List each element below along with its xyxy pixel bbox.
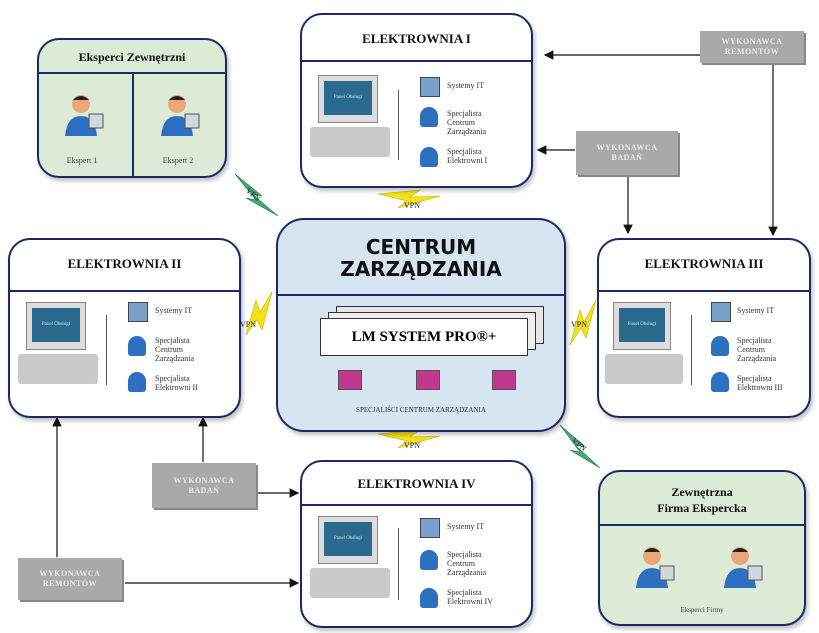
vpn-bolt-firm (559, 424, 601, 469)
center-specialists-label: SPECJALIŚCI CENTRUM ZARZĄDZANIA (356, 406, 486, 414)
power-plant-2-title: ELEKTROWNIA II (67, 256, 182, 271)
external-firm-title: Zewnętrzna Firma Ekspercka (657, 485, 747, 515)
power-plant-3-title: ELEKTROWNIA III (644, 256, 764, 271)
vpn-bolt-experts (234, 173, 279, 217)
power-plant-4-title: ELEKTROWNIA IV (357, 476, 476, 491)
vpn-label-top: VPN (404, 201, 421, 210)
power-plant-3-box: ELEKTROWNIA III Panel Obsługi Systemy IT… (597, 238, 811, 418)
computer-1-monitor: Panel Obsługi (318, 75, 378, 123)
plant-specialist-icon (128, 372, 146, 392)
firm-experts-label: Eksperci Firmy (680, 606, 724, 614)
center-specialist-icon (128, 336, 146, 356)
expert-1-user-icon (61, 92, 105, 141)
external-expert-firm-box: Zewnętrzna Firma Ekspercka Eksperci Firm… (598, 470, 806, 626)
center-specialist-icon (420, 550, 438, 570)
expert-2-label: Ekspert 2 (162, 156, 194, 165)
power-plant-2-box: ELEKTROWNIA II Panel Obsługi Systemy IT … (8, 238, 241, 418)
it-systems-icon (420, 77, 440, 97)
vpn-label-right: VPN (571, 320, 588, 329)
lm-system-pro-label: LM SYSTEM PRO®+ (320, 318, 528, 356)
it-systems-icon (128, 302, 148, 322)
vpn-label-left: VPN (240, 320, 257, 329)
power-plant-1-box: ELEKTROWNIA I Panel Obsługi Systemy IT S… (300, 13, 533, 188)
external-experts-title: Eksperci Zewnętrzni (78, 50, 186, 64)
specialist-monitor-icon (416, 370, 440, 390)
power-plant-4-box: ELEKTROWNIA IV Panel Obsługi Systemy IT … (300, 460, 533, 628)
firm-expert-2-user-icon (720, 544, 764, 593)
management-center-box: CENTRUM ZARZĄDZANIA LM SYSTEM PRO®+ SPEC… (276, 218, 566, 432)
specialist-monitor-icon (492, 370, 516, 390)
center-specialist-icon (420, 107, 438, 127)
plant-specialist-icon (711, 372, 729, 392)
vpn-bolt-right (569, 299, 597, 346)
expert-1-label: Ekspert 1 (66, 156, 98, 165)
it-systems-icon (420, 518, 440, 538)
it-systems-icon (711, 302, 731, 322)
computer-1-base (310, 127, 390, 157)
plant-specialist-icon (420, 147, 438, 167)
management-center-title: CENTRUM ZARZĄDZANIA (340, 235, 502, 281)
vpn-bolt-left (245, 291, 273, 336)
center-specialist-icon (711, 336, 729, 356)
expert-2-user-icon (157, 92, 201, 141)
external-experts-box: Eksperci Zewnętrzni Ekspert 1 Ekspert 2 (37, 38, 227, 178)
power-plant-1-title: ELEKTROWNIA I (362, 31, 471, 46)
specialist-monitor-icon (338, 370, 362, 390)
plant-specialist-icon (420, 588, 438, 608)
vpn-label-bottom: VPN (404, 441, 421, 450)
vpn-bolt-top (377, 189, 441, 209)
firm-expert-1-user-icon (632, 544, 676, 593)
